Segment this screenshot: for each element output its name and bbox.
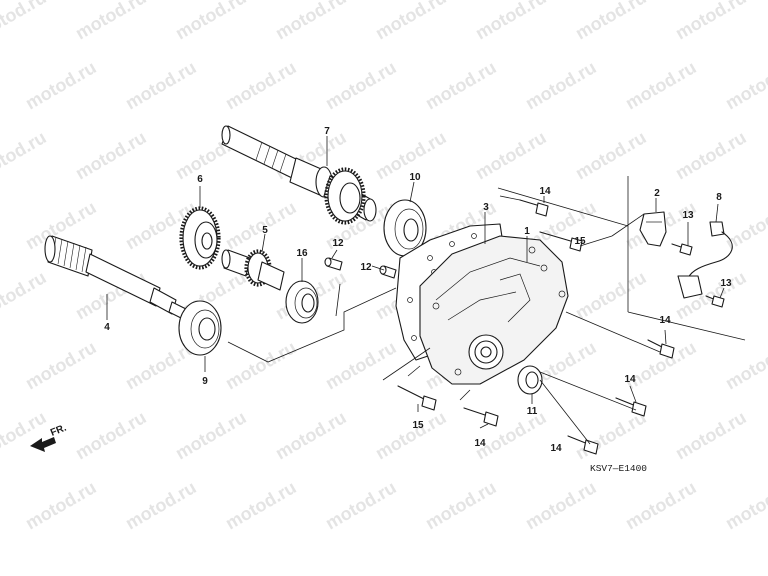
part-4-final-shaft[interactable]	[44, 235, 187, 320]
watermark-text: motod.ru	[522, 57, 600, 113]
watermark-text: motod.ru	[272, 0, 350, 43]
part-5-countershaft-gear[interactable]	[221, 249, 285, 291]
watermark-text: motod.ru	[572, 127, 650, 183]
watermark-text: motod.ru	[422, 57, 500, 113]
watermark-text: motod.ru	[422, 477, 500, 533]
watermark-text: motod.ru	[622, 57, 700, 113]
part-2-speed-sensor[interactable]	[639, 211, 667, 247]
watermark-text: motod.ru	[322, 337, 400, 393]
part-15-bolt-a[interactable]	[539, 231, 583, 252]
watermark-text: motod.ru	[22, 477, 100, 533]
callout-8[interactable]: 8	[716, 192, 722, 203]
watermark-text: motod.ru	[0, 127, 50, 183]
part-11-oil-seal[interactable]	[517, 365, 543, 395]
callout-12-lower[interactable]: 12	[360, 262, 372, 273]
leader-lines	[106, 136, 746, 445]
callout-4[interactable]: 4	[104, 322, 110, 333]
callout-10[interactable]: 10	[409, 172, 421, 183]
part-14-bolt-d[interactable]	[567, 435, 599, 455]
watermark-text: motod.ru	[722, 337, 768, 393]
watermark-text: motod.ru	[272, 407, 350, 463]
part-6-gear[interactable]	[179, 206, 221, 270]
watermark-text: motod.ru	[72, 407, 150, 463]
callout-14-bottom[interactable]: 14	[550, 443, 562, 454]
front-label: FR.	[49, 422, 68, 438]
watermark-text: motod.ru	[622, 477, 700, 533]
callout-14-lower[interactable]: 14	[474, 438, 486, 449]
part-8-switch-harness[interactable]	[677, 221, 733, 299]
watermark-text: motod.ru	[172, 0, 250, 43]
callout-14-top[interactable]: 14	[539, 186, 551, 197]
watermark-text: motod.ru	[222, 57, 300, 113]
callout-15-right[interactable]: 15	[574, 236, 586, 247]
watermark-text: motod.ru	[572, 0, 650, 43]
watermark-text: motod.ru	[472, 0, 550, 43]
part-13-bolt-a[interactable]	[671, 243, 693, 256]
watermark-text: motod.ru	[72, 127, 150, 183]
callout-labels: 7 6 5 16 12 12 10 4 9 3 1 14 15 2 13 8 1…	[104, 126, 732, 454]
watermark-text: motod.ru	[372, 0, 450, 43]
callout-5[interactable]: 5	[262, 225, 268, 236]
part-1-transmission-cover[interactable]	[419, 235, 569, 385]
watermark-text: motod.ru	[72, 0, 150, 43]
watermark-text: motod.ru	[472, 127, 550, 183]
watermark-text: motod.ru	[472, 407, 550, 463]
watermark-text: motod.ru	[222, 337, 300, 393]
callout-7[interactable]: 7	[324, 126, 330, 137]
watermark-text: motod.ru	[622, 337, 700, 393]
callout-9[interactable]: 9	[202, 376, 208, 387]
callout-13-lower[interactable]: 13	[720, 278, 732, 289]
watermark-text: motod.ru	[0, 0, 50, 43]
watermark-text: motod.ru	[672, 407, 750, 463]
callout-13-upper[interactable]: 13	[682, 210, 694, 221]
watermark-text: motod.ru	[522, 477, 600, 533]
watermark-text: motod.ru	[122, 57, 200, 113]
watermark-text: motod.ru	[722, 477, 768, 533]
diagram-code: KSV7—E1400	[590, 463, 647, 474]
watermark-text: motod.ru	[0, 407, 50, 463]
callout-12-upper[interactable]: 12	[332, 238, 344, 249]
callout-11[interactable]: 11	[527, 406, 538, 417]
part-12-dowel-pin-lower[interactable]	[379, 265, 397, 279]
watermark-text: motod.ru	[722, 57, 768, 113]
callout-2[interactable]: 2	[654, 188, 660, 199]
callout-1[interactable]: 1	[524, 226, 530, 237]
part-14-bolt-a[interactable]	[519, 199, 549, 217]
part-15-bolt-b[interactable]	[397, 385, 437, 411]
callout-16[interactable]: 16	[296, 248, 308, 259]
part-16-bearing[interactable]	[285, 280, 319, 324]
callout-14-right[interactable]: 14	[659, 315, 671, 326]
watermark-text: motod.ru	[122, 477, 200, 533]
part-9-bearing[interactable]	[178, 300, 222, 356]
watermark-text: motod.ru	[22, 337, 100, 393]
watermark-text: motod.ru	[722, 197, 768, 253]
watermark-text: motod.ru	[322, 57, 400, 113]
watermark-text: motod.ru	[372, 407, 450, 463]
part-12-dowel-pin-upper[interactable]	[324, 257, 343, 271]
watermark-text: motod.ru	[672, 0, 750, 43]
part-13-bolt-b[interactable]	[705, 295, 725, 308]
callout-6[interactable]: 6	[197, 174, 203, 185]
part-14-bolt-b[interactable]	[647, 339, 675, 359]
watermark-text: motod.ru	[322, 477, 400, 533]
watermark-text: motod.ru	[22, 57, 100, 113]
part-7-integral-gear	[324, 167, 366, 225]
watermark-text: motod.ru	[0, 267, 50, 323]
callout-3[interactable]: 3	[483, 202, 489, 213]
part-14-bolt-c[interactable]	[615, 397, 647, 417]
callout-14-middle[interactable]: 14	[624, 374, 636, 385]
watermark-text: motod.ru	[222, 477, 300, 533]
part-14-bolt-e[interactable]	[463, 407, 499, 427]
callout-15-lower[interactable]: 15	[412, 420, 424, 431]
watermark-text: motod.ru	[222, 197, 300, 253]
front-arrow-icon	[30, 437, 56, 452]
watermark-text: motod.ru	[672, 127, 750, 183]
watermark-text: motod.ru	[172, 407, 250, 463]
watermark-text: motod.ru	[572, 267, 650, 323]
